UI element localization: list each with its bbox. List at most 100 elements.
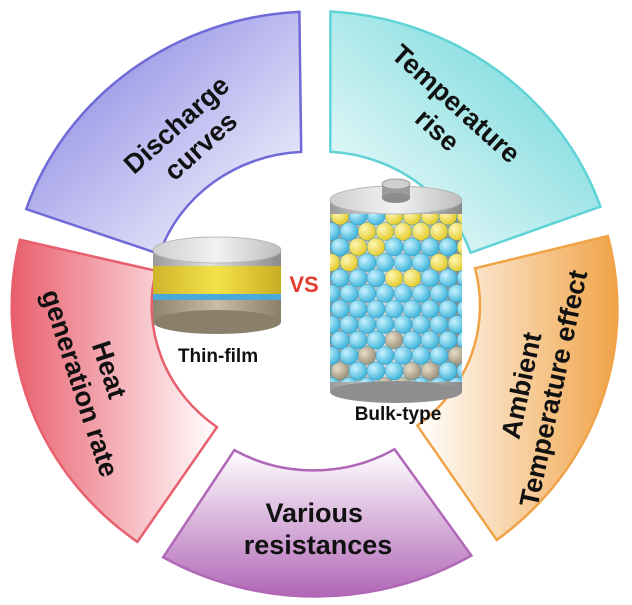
particle [366, 237, 386, 257]
particle [448, 377, 462, 382]
particle [348, 237, 368, 257]
particle [330, 212, 332, 221]
particle [330, 361, 350, 381]
thin-film-battery-icon [152, 236, 282, 334]
particle [429, 284, 449, 303]
particle [456, 212, 462, 225]
particle [348, 330, 368, 350]
particle [330, 335, 332, 345]
particle [348, 268, 368, 288]
particle [420, 361, 440, 381]
particle [402, 299, 422, 319]
particle [394, 377, 412, 382]
particle [402, 268, 422, 288]
particle [357, 253, 377, 272]
particle [411, 222, 431, 241]
thin-film-label: Thin-film [178, 346, 258, 367]
particle [384, 361, 404, 381]
particle [357, 315, 377, 334]
particle [420, 330, 440, 350]
particle [420, 237, 440, 257]
particle [393, 253, 413, 272]
particle [366, 361, 386, 381]
particle [330, 222, 341, 241]
particle [447, 222, 462, 241]
particle [384, 299, 404, 319]
particle [429, 315, 449, 334]
segment-various-resistances [161, 447, 474, 598]
particle [384, 237, 404, 257]
particle [384, 330, 404, 350]
particle [375, 315, 395, 334]
particle [456, 300, 462, 318]
particle [447, 315, 462, 334]
particle [420, 268, 440, 288]
particle [393, 315, 413, 334]
particle [375, 253, 395, 272]
particle [375, 346, 395, 365]
particle [330, 284, 341, 303]
particle [438, 330, 458, 350]
particle [330, 304, 332, 314]
particle [358, 377, 376, 382]
particle [456, 269, 462, 287]
particle [412, 377, 430, 382]
particle [420, 299, 440, 319]
particle [429, 346, 449, 365]
particle [339, 346, 359, 365]
particle [339, 222, 359, 241]
particle [429, 222, 449, 241]
particle [366, 268, 386, 288]
segment-heat-generation-rate [10, 238, 219, 544]
particle [366, 299, 386, 319]
particle [340, 377, 358, 382]
particle [402, 330, 422, 350]
particle [438, 299, 458, 319]
particle [456, 331, 462, 349]
particle [430, 377, 448, 382]
particle [330, 253, 341, 272]
particle [330, 377, 340, 382]
particle [447, 284, 462, 303]
particle [375, 284, 395, 303]
particle [429, 253, 449, 272]
particle [376, 377, 394, 382]
particle [411, 284, 431, 303]
particle [393, 346, 413, 365]
segment-discharge-curves [24, 10, 303, 256]
particle [393, 222, 413, 241]
particle [330, 346, 341, 365]
particle [330, 315, 341, 334]
particle [357, 222, 377, 241]
particle [357, 284, 377, 303]
particle [357, 346, 377, 365]
particle [348, 361, 368, 381]
particle [411, 253, 431, 272]
particle [330, 299, 350, 319]
particle [330, 268, 350, 288]
label-various-resistances: Various resistances [244, 498, 393, 560]
particle [348, 299, 368, 319]
particle [375, 222, 395, 241]
particle [330, 237, 350, 257]
particle [447, 253, 462, 272]
particle [330, 330, 350, 350]
particle [366, 330, 386, 350]
particle [339, 315, 359, 334]
particle [456, 238, 462, 256]
particle [456, 362, 462, 380]
particle [447, 346, 462, 365]
particle [339, 284, 359, 303]
particle [393, 284, 413, 303]
segment-ambient-temperature [415, 234, 619, 542]
particle [411, 346, 431, 365]
segment-temperature-rise [329, 10, 603, 255]
bulk-type-label: Bulk-type [355, 404, 442, 425]
particle [402, 361, 422, 381]
bulk-type-battery-icon [329, 178, 463, 403]
vs-label: VS [289, 272, 318, 297]
particle [438, 268, 458, 288]
particle [384, 268, 404, 288]
particle [438, 361, 458, 381]
